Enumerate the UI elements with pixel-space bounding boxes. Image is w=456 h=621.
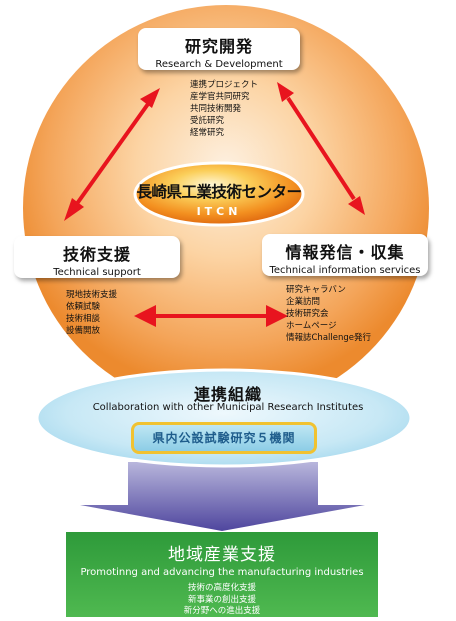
institutes-badge: 県内公設試験研究５機関 [131,422,317,454]
list-item: 受託研究 [190,116,225,126]
collaboration-subtitle: Collaboration with other Municipal Resea… [92,402,364,413]
list-item: 新事業の創出支援 [187,594,256,605]
support-box: 技術支援 Technical support [14,236,180,278]
list-item: 経常研究 [190,128,225,138]
list-item: 共同技術開発 [190,104,242,114]
promotion-box: 地域産業支援 Promotinng and advancing the manu… [66,532,378,617]
list-item: ホームページ [286,321,337,331]
research-list: 連携プロジェクト 産学官共同研究 共同技術開発 受託研究 経常研究 [190,79,258,139]
info-box: 情報発信・収集 Technical information services [262,234,428,276]
list-item: 研究キャラバン [286,285,346,295]
list-item: 現地技術支援 [66,290,118,300]
info-title: 情報発信・収集 [285,243,405,262]
center-name: 長崎県工業技術センター [136,183,302,201]
promotion-subtitle: Promotinng and advancing the manufacturi… [80,567,364,578]
list-item: 産学官共同研究 [190,92,250,102]
center-label: 長崎県工業技術センター ITCN [136,170,302,220]
info-list: 研究キャラバン 企業訪問 技術研究会 ホームページ 情報誌Challenge発行 [286,284,371,344]
list-item: 連携プロジェクト [190,80,259,90]
collaboration-title: 連携組織 [193,385,262,404]
list-item: 技術研究会 [286,309,329,319]
support-subtitle: Technical support [53,267,141,278]
center-ellipse [133,161,305,227]
list-item: 新分野への進出支援 [183,606,261,616]
research-subtitle: Research & Development [155,59,283,70]
collaboration-ellipse [35,368,413,468]
support-title: 技術支援 [62,245,131,264]
arrow-research-support [64,88,160,221]
research-box: 研究開発 Research & Development [138,28,300,70]
list-item: 依頼試験 [66,302,101,312]
list-item: 情報誌Challenge発行 [286,333,371,343]
arrow-support-info [134,305,288,327]
list-item: 技術相談 [66,314,101,324]
arrow-research-info [277,82,365,215]
info-subtitle: Technical information services [269,265,421,276]
list-item: 技術の高度化支援 [187,583,256,593]
center-abbr: ITCN [196,205,242,218]
research-title: 研究開発 [184,37,253,56]
support-list: 現地技術支援 依頼試験 技術相談 設備開放 [66,289,117,337]
promotion-list: 技術の高度化支援 新事業の創出支援 新分野への進出支援 [66,583,378,618]
list-item: 企業訪問 [286,297,321,307]
list-item: 設備開放 [66,326,101,336]
promotion-title: 地域産業支援 [168,545,276,565]
flow-arrow-down [80,462,365,531]
